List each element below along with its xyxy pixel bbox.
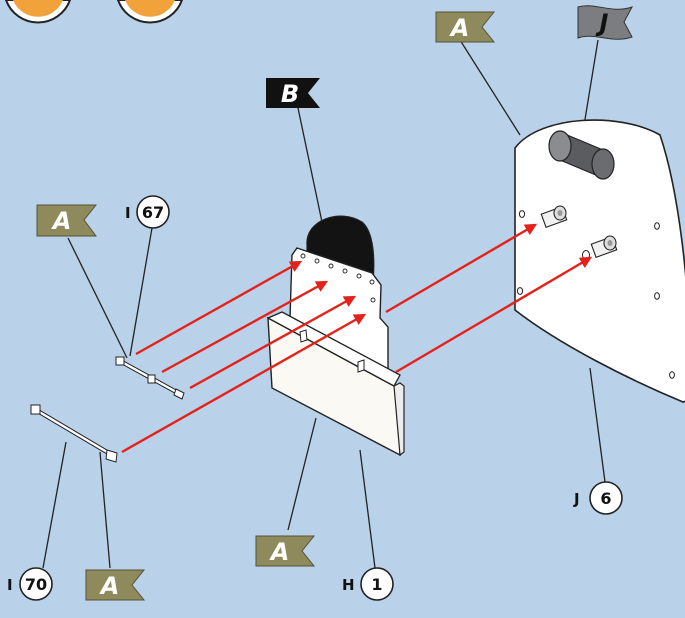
top-badges <box>4 0 184 24</box>
leader-a-top <box>459 39 521 136</box>
leader-a-bottom-center <box>287 417 317 531</box>
flag-b-shape <box>266 78 320 108</box>
badge-2-fill <box>125 0 175 17</box>
flag-a-bottom-left: A <box>85 569 146 601</box>
callout-h1-circle <box>360 567 394 601</box>
leader-b <box>297 107 323 223</box>
lower-board-top <box>266 311 401 387</box>
panel-cylinder <box>548 130 615 180</box>
callout-i67-number: 67 <box>142 203 164 222</box>
callout-j6-circle <box>589 481 623 515</box>
arrow-4 <box>121 313 367 454</box>
callout-i70-prefix: I <box>7 576 13 594</box>
arrow-6 <box>395 256 593 374</box>
leader-j6 <box>589 367 606 483</box>
callout-j6: J 6 <box>573 481 623 515</box>
badge-1-fill <box>13 0 63 17</box>
leader-a-bottom-left <box>99 451 111 569</box>
callout-i70-circle <box>19 567 53 601</box>
back-panel <box>514 119 685 403</box>
callout-h1-prefix: H <box>342 576 355 594</box>
callout-i70-number: 70 <box>25 575 47 594</box>
arrow-1 <box>135 260 303 356</box>
flag-a-bottom-left-shape <box>85 569 146 601</box>
flag-a-left-shape <box>36 204 98 237</box>
leader-i70 <box>42 441 67 569</box>
panel-pegs <box>540 205 618 260</box>
leader-i67 <box>129 227 153 357</box>
callout-i67: I 67 <box>125 195 170 229</box>
callout-i70: I 70 <box>7 567 53 601</box>
flag-a-top: A <box>435 11 496 43</box>
leader-a-left <box>67 237 128 359</box>
flag-a-bottom-left-label: A <box>99 572 120 600</box>
arrow-2 <box>161 280 329 374</box>
flag-a-top-label: A <box>449 14 470 42</box>
flag-a-left: A <box>36 204 98 237</box>
leader-h1 <box>359 449 376 569</box>
callout-i67-circle <box>136 195 170 229</box>
callout-j6-number: 6 <box>600 489 611 508</box>
callout-h1-number: 1 <box>371 575 382 594</box>
assembly-arrows <box>121 223 593 454</box>
flag-a-top-shape <box>435 11 496 43</box>
flag-b: B <box>266 78 320 108</box>
arrow-3 <box>189 295 357 390</box>
flag-j-top-shape <box>577 5 634 40</box>
rod-i70 <box>30 404 118 463</box>
leader-lines <box>42 39 606 569</box>
rods <box>30 356 185 463</box>
flag-j-top-label: J <box>596 9 609 37</box>
flag-j-top: J <box>577 5 634 40</box>
flag-a-left-label: A <box>51 207 72 235</box>
flag-a-bottom-center: A <box>255 535 316 567</box>
rod-i67 <box>115 356 185 400</box>
callout-h1: H 1 <box>342 567 394 601</box>
callout-i67-prefix: I <box>125 204 131 222</box>
flag-a-bottom-center-shape <box>255 535 316 567</box>
back-panel-part <box>514 119 685 403</box>
h1-bracket-part <box>266 247 405 457</box>
flag-b-label: B <box>281 80 299 108</box>
panel-holes <box>516 210 675 379</box>
callout-j6-prefix: J <box>573 490 580 508</box>
flag-a-bottom-center-label: A <box>269 538 290 566</box>
arrow-5 <box>385 223 538 314</box>
